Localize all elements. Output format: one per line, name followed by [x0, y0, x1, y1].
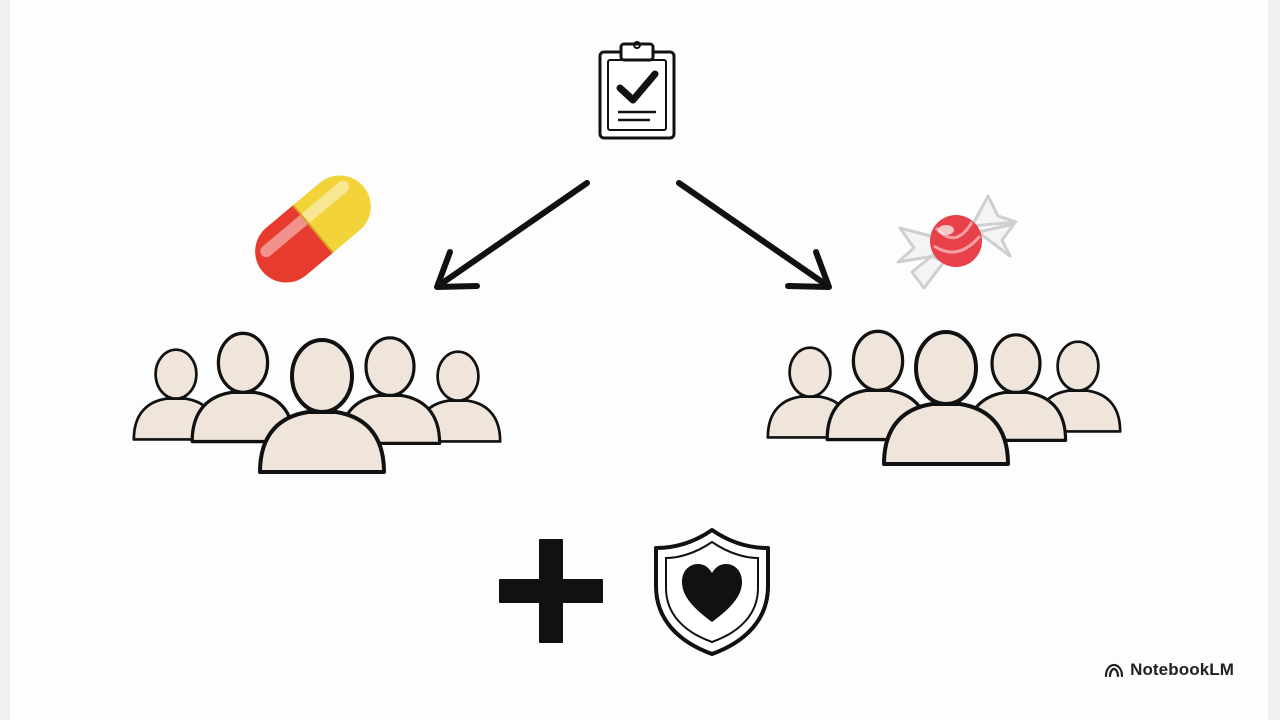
people-group-right — [766, 329, 1122, 466]
arrow-left — [434, 180, 590, 290]
heart-shield-icon — [654, 528, 770, 656]
clipboard-checklist-icon — [598, 41, 676, 140]
candy-placebo-icon — [896, 194, 1018, 290]
notebooklm-logo-icon — [1104, 663, 1124, 677]
brand-name: NotebookLM — [1130, 660, 1234, 679]
pill-capsule-icon — [255, 175, 371, 283]
medical-plus-icon — [499, 539, 603, 643]
arrow-right — [676, 180, 832, 290]
people-group-left — [132, 331, 502, 474]
brand-watermark: NotebookLM — [1104, 660, 1234, 680]
